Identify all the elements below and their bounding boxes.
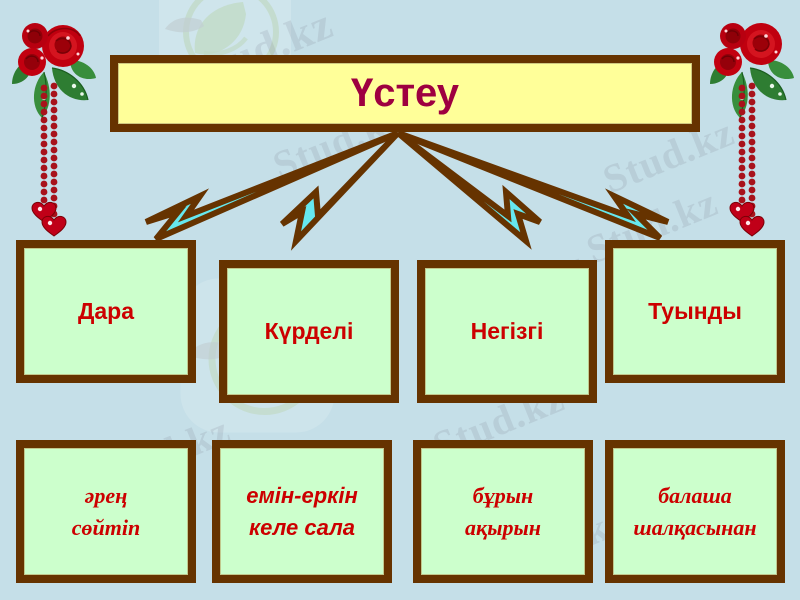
example-line-1: балаша [658, 482, 732, 508]
category-label: Дара [77, 298, 135, 324]
category-box-dara[interactable]: Дара [16, 240, 196, 383]
rose-bouquet-left-decoration [12, 23, 96, 237]
arrow-to-negizgi [396, 130, 542, 250]
category-box-negizgi[interactable]: Негізгі [417, 260, 597, 403]
example-line-2: келе сала [248, 514, 356, 540]
example-box-4[interactable]: балаша шалқасынан [605, 440, 785, 583]
example-box-2[interactable]: емін-еркін келе сала [212, 440, 392, 583]
page-title: Үстеу [350, 71, 460, 115]
example-line-2: ақырын [465, 514, 541, 540]
example-line-1: бұрын [472, 482, 534, 508]
category-box-kurdeli[interactable]: Күрделі [219, 260, 399, 403]
category-box-tuyndy[interactable]: Туынды [605, 240, 785, 383]
category-label: Негізгі [470, 318, 544, 344]
heart-pendant-icon [729, 201, 765, 237]
arrow-to-tuyndy [396, 130, 670, 241]
example-box-1[interactable]: әрең сөйтіп [16, 440, 196, 583]
arrow-to-kurdeli [279, 130, 401, 251]
example-box-3[interactable]: бұрын ақырын [413, 440, 593, 583]
arrow-to-dara [144, 130, 400, 242]
example-line-1: әрең [84, 482, 128, 508]
heart-pendant-icon [31, 201, 67, 237]
category-label: Туынды [648, 298, 742, 324]
title-box: Үстеу [110, 55, 700, 132]
category-label: Күрделі [264, 318, 354, 344]
rose-bouquet-right-decoration [710, 23, 794, 237]
example-text: бұрын ақырын [465, 480, 541, 544]
example-text: әрең сөйтіп [72, 480, 140, 544]
example-text: балаша шалқасынан [633, 480, 756, 544]
example-text: емін-еркін келе сала [246, 480, 357, 544]
example-line-1: емін-еркін [246, 482, 358, 508]
example-line-2: сөйтіп [71, 514, 141, 540]
example-line-2: шалқасынан [633, 514, 757, 540]
